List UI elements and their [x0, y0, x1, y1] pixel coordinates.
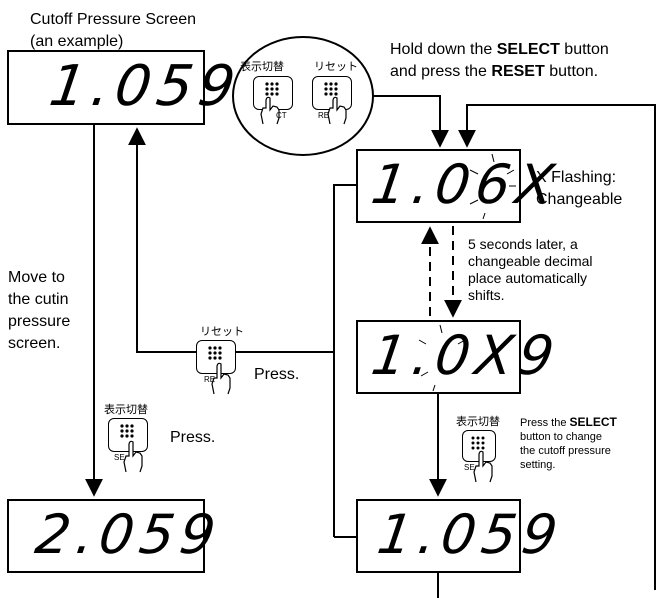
display-start-value: 1.059 [45, 52, 245, 122]
instruction-text: button [560, 41, 609, 58]
select-note-text: Press the [520, 417, 570, 429]
reset-jp-label: リセット [314, 61, 358, 73]
shift-note-line3: place automatically [468, 270, 587, 287]
select-keyword: SELECT [570, 415, 617, 429]
display-flash2-value: 1.0X9 [367, 321, 564, 391]
select-note-line3: the cutoff pressure [520, 445, 611, 458]
select-keyword: SELECT [497, 41, 560, 58]
instruction-text: and press the [390, 63, 491, 80]
cutin-note-line2: the cutin [8, 290, 68, 310]
select-tag-label: CT [276, 112, 287, 120]
select-jp-label: 表示切替 [456, 416, 500, 428]
pointing-hand-icon [462, 430, 502, 484]
instruction-line1: Hold down the SELECT button [390, 40, 609, 60]
arrow-reset-to-start [137, 129, 357, 352]
title-line2: (an example) [30, 32, 123, 52]
instruction-text: button. [545, 63, 598, 80]
shift-note-line2: changeable decimal [468, 253, 593, 270]
display-cutin-value: 2.059 [31, 500, 225, 570]
display-flash1-value: 1.06X [367, 150, 564, 220]
arrow-to-flash1 [374, 96, 440, 146]
pointing-hand-icon [108, 418, 152, 474]
press-select-label: Press. [170, 428, 215, 448]
reset-jp-label: リセット [200, 326, 244, 338]
reset-tag-label: RE [318, 112, 329, 120]
press-reset-label: Press. [254, 365, 299, 385]
cutin-note-line3: pressure [8, 312, 70, 332]
shift-note-line4: shifts. [468, 287, 505, 304]
cutin-note-line4: screen. [8, 334, 60, 354]
display-result-value: 1.059 [373, 500, 567, 570]
select-note-line4: setting. [520, 459, 555, 472]
pointing-hand-icon [196, 340, 240, 396]
select-jp-label: 表示切替 [104, 404, 148, 416]
instruction-line2: and press the RESET button. [390, 62, 598, 82]
title-line1: Cutoff Pressure Screen [30, 10, 196, 30]
select-note-line2: button to change [520, 431, 602, 444]
select-tag-label: SE [114, 454, 125, 462]
select-note-line1: Press the SELECT [520, 416, 617, 430]
flashing-note-line2: Changeable [536, 190, 622, 210]
reset-tag-label: RE [204, 376, 215, 384]
shift-note-line1: 5 seconds later, a [468, 236, 578, 253]
flashing-note-line1: X Flashing: [536, 168, 616, 188]
select-jp-label: 表示切替 [240, 61, 284, 73]
reset-keyword: RESET [491, 63, 544, 80]
select-tag-label: SE [464, 464, 475, 472]
instruction-text: Hold down the [390, 41, 497, 58]
pointing-hand-icon [253, 76, 293, 126]
cutin-note-line1: Move to [8, 268, 65, 288]
